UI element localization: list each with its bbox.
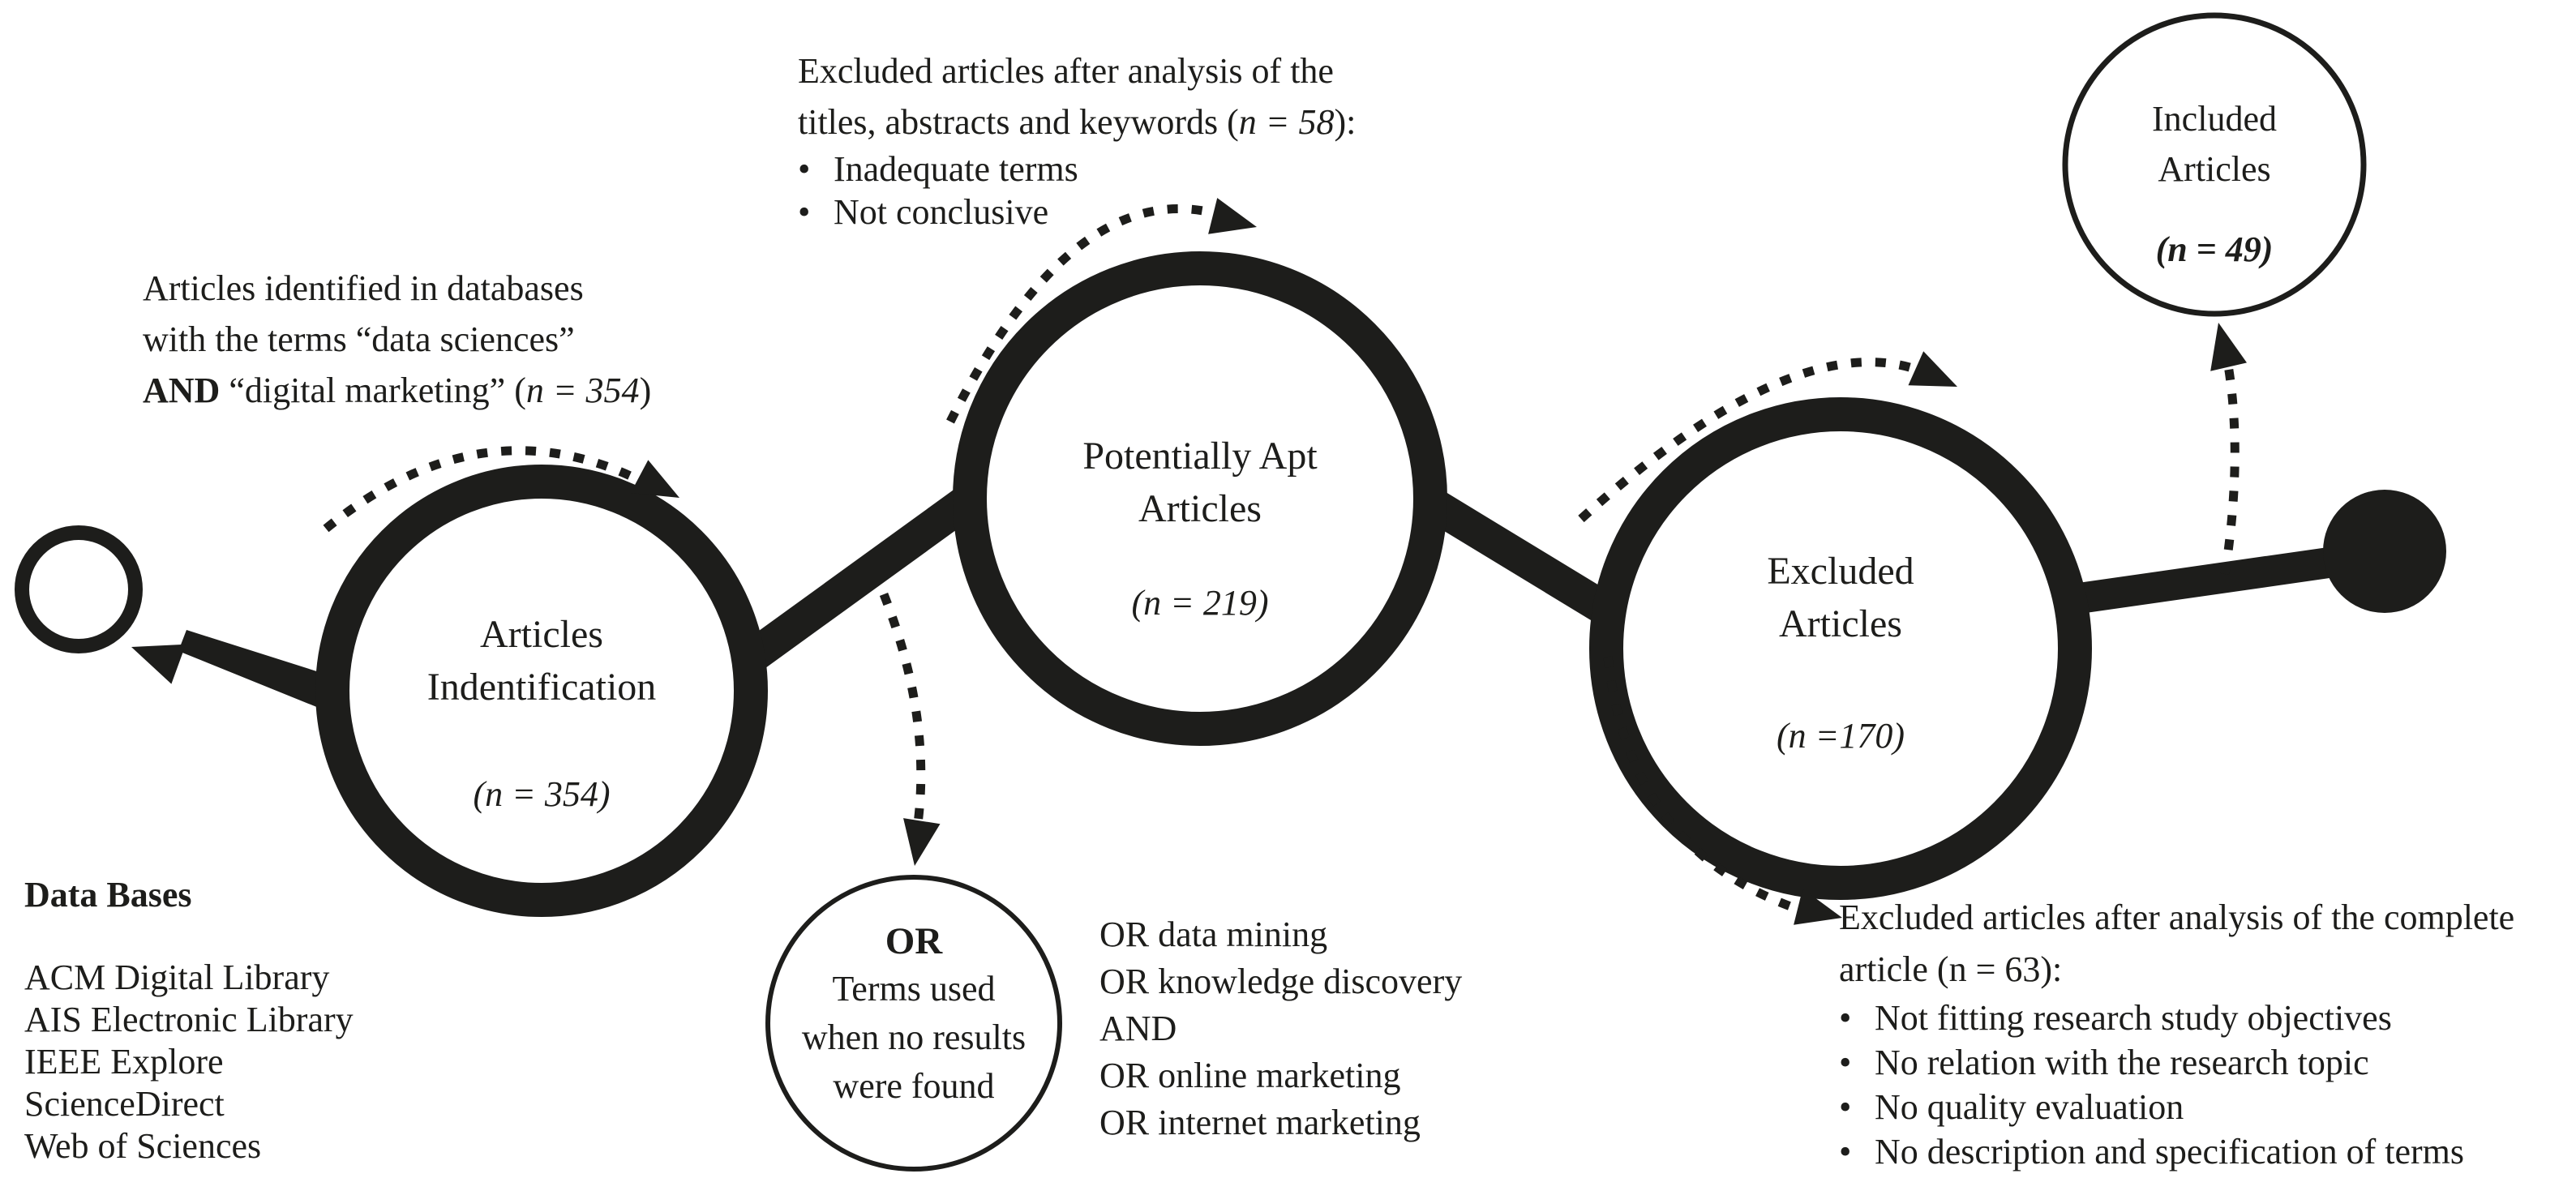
dashed-arc-to-excluded-note [1603,656,1816,919]
identification-label: Articles Indentification [339,608,744,713]
identification-circle [315,465,768,917]
dashed-arc-over-excluded [1578,358,1932,523]
arrowhead-over-identification [630,460,679,498]
or-fallback-line2: when no results [801,1017,1027,1057]
identification-line2: Indentification [426,666,657,709]
databases-list: ACM Digital Library AIS Electronic Libra… [24,957,354,1167]
or-fallback-label: OR Terms used when no results were found [752,918,1076,1111]
search-term-4: OR online marketing [1099,1056,1401,1095]
identified-annotation: Articles identified in databases with th… [143,263,651,416]
identified-line2: with the terms “data sciences” [143,319,575,359]
excluded-count: (n =170) [1777,716,1905,756]
or-fallback-line3: were found [833,1066,995,1106]
identification-count: (n = 354) [473,774,611,814]
excluded-keywords-line1: Excluded articles after analysis of the [798,51,1334,91]
identification-line1: Articles [480,613,603,656]
database-item-2: AIS Electronic Library [24,1000,354,1039]
start-arrowhead [131,644,186,684]
arrowhead-to-or-circle [903,818,941,866]
excluded-keywords-bullet-1: •Inadequate terms [798,149,1078,189]
search-term-2: OR knowledge discovery [1099,962,1463,1001]
or-fallback-circle [765,875,1062,1172]
excluded-label: Excluded Articles [1638,545,2043,650]
identified-line1: Articles identified in databases [143,268,584,308]
potentially-apt-line2: Articles [1138,487,1262,530]
excluded-keywords-bullet-2: •Not conclusive [798,192,1049,232]
database-item-3: IEEE Explore [24,1042,224,1082]
included-circle [2062,12,2367,317]
dashed-arc-to-included [2218,335,2240,575]
included-count: (n = 49) [2155,229,2274,269]
start-circle [15,525,143,653]
dashed-arc-to-or-circle [879,592,926,836]
arrowhead-to-included [2210,323,2248,371]
excluded-line1: Excluded [1767,550,1914,593]
potentially-apt-count: (n = 219) [1131,583,1269,623]
excluded-keywords-annotation: Excluded articles after analysis of the … [798,45,1356,233]
potentially-apt-line1: Potentially Apt [1082,435,1318,478]
database-item-4: ScienceDirect [24,1084,225,1124]
potentially-apt-label: Potentially Apt Articles [997,430,1403,535]
excluded-complete-bullet-4: •No description and specification of ter… [1839,1132,2465,1172]
search-terms-list: OR data mining OR knowledge discovery AN… [1099,911,1462,1146]
databases-title: Data Bases [24,875,192,915]
database-item-1: ACM Digital Library [24,957,330,997]
database-item-5: Web of Sciences [24,1126,262,1166]
dashed-arc-over-identification [323,446,651,533]
included-line2: Articles [2158,149,2271,189]
potentially-apt-circle [953,251,1447,746]
excluded-complete-bullet-1: •Not fitting research study objectives [1839,998,2392,1038]
excluded-keywords-line2: titles, abstracts and keywords (n = 58): [798,102,1357,142]
excluded-line2: Articles [1779,602,1902,645]
identified-line3: AND “digital marketing” (n = 354) [143,371,652,410]
excluded-complete-annotation: Excluded articles after analysis of the … [1839,892,2514,1174]
or-fallback-line1: Terms used [832,969,996,1009]
excluded-complete-bullet-3: •No quality evaluation [1839,1087,2184,1127]
excluded-complete-bullet-2: •No relation with the research topic [1839,1043,2369,1082]
search-term-5: OR internet marketing [1099,1103,1421,1142]
included-label: Included Articles [2077,94,2352,195]
arrowhead-over-apt [1208,198,1257,234]
arrowhead-to-excluded-note [1794,889,1842,925]
search-term-3: AND [1099,1009,1177,1048]
excluded-circle [1589,397,2092,900]
arrowhead-over-excluded [1908,351,1957,387]
dashed-arc-over-apt [946,204,1230,424]
excluded-complete-line2: article (n = 63): [1839,949,2063,989]
end-dot [2323,490,2446,613]
included-line1: Included [2152,99,2277,139]
or-fallback-title: OR [885,920,943,962]
search-term-1: OR data mining [1099,915,1328,954]
excluded-complete-line1: Excluded articles after analysis of the … [1839,897,2515,937]
